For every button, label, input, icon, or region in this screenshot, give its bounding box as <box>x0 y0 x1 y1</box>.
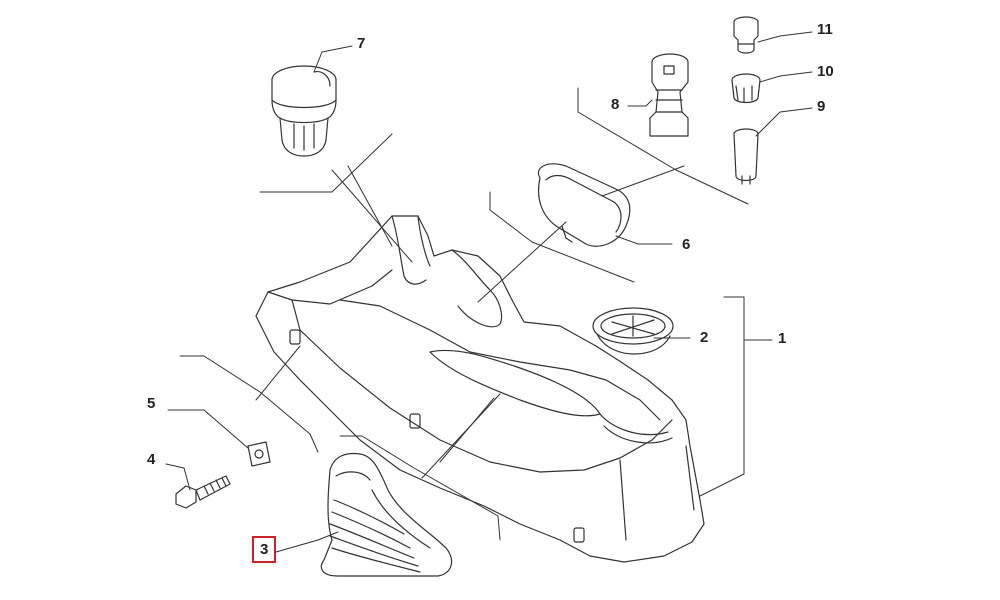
part-11-cap[interactable] <box>733 16 759 54</box>
callout-11[interactable]: 11 <box>817 21 833 38</box>
part-2-cup-insert[interactable] <box>592 307 674 355</box>
part-8-socket[interactable] <box>649 53 689 137</box>
part-9-tube[interactable] <box>733 128 759 185</box>
callout-10[interactable]: 10 <box>817 63 834 80</box>
part-3-gear-boot[interactable] <box>320 452 453 577</box>
callout-3-selected[interactable]: 3 <box>252 536 277 563</box>
part-7-cup[interactable] <box>271 65 337 157</box>
leader-lines <box>165 31 813 553</box>
callout-4[interactable]: 4 <box>147 451 156 468</box>
part-4-bolt[interactable] <box>175 475 231 509</box>
callout-6[interactable]: 6 <box>682 236 691 253</box>
part-10-ring[interactable] <box>731 73 761 104</box>
callout-5[interactable]: 5 <box>147 395 156 412</box>
callout-9[interactable]: 9 <box>817 98 826 115</box>
callout-7[interactable]: 7 <box>357 35 366 52</box>
callout-8[interactable]: 8 <box>611 96 620 113</box>
part-6-oval-lid[interactable] <box>537 163 631 247</box>
callout-2[interactable]: 2 <box>700 329 709 346</box>
part-1-console-body[interactable] <box>255 215 705 563</box>
part-5-nut[interactable] <box>247 441 271 467</box>
callout-1[interactable]: 1 <box>778 330 787 347</box>
